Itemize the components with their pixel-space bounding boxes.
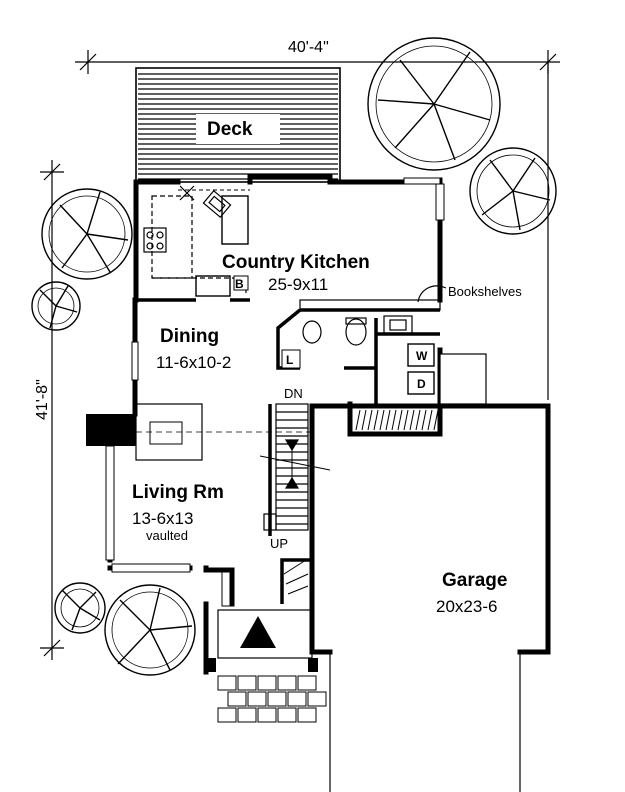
kitchen-label: Country Kitchen — [222, 252, 370, 273]
powder-room — [302, 315, 413, 346]
overall-depth-dimension — [40, 62, 549, 660]
garage-label: Garage — [442, 570, 507, 591]
tree-large-top-right — [367, 37, 501, 171]
living-note: vaulted — [146, 528, 188, 543]
tree-left-large — [41, 188, 133, 280]
tree-bottom-left-large — [104, 584, 196, 676]
stairs — [259, 403, 331, 531]
utility-stoop — [439, 353, 487, 405]
range-b-box — [233, 275, 249, 291]
kitchen-windows — [131, 177, 445, 381]
kitchen-sink — [179, 185, 232, 219]
kitchen-size: 25-9x11 — [268, 275, 328, 294]
tree-medium-right — [469, 147, 557, 235]
fireplace — [86, 403, 310, 461]
living-label: Living Rm — [132, 482, 224, 503]
deck — [135, 67, 341, 183]
utility-storage — [355, 409, 439, 431]
living-windows — [105, 445, 231, 607]
dryer-label: D — [417, 377, 426, 391]
range-b-label: B — [235, 277, 244, 291]
washer-label: W — [416, 349, 428, 363]
deck-label: Deck — [207, 119, 253, 140]
tree-bottom-left-small — [54, 582, 106, 634]
driveway — [329, 652, 521, 792]
bookshelves — [299, 285, 447, 311]
garage-size: 20x23-6 — [436, 597, 497, 616]
tree-left-small — [31, 281, 81, 331]
overall-depth-label: 41'-8" — [34, 379, 51, 420]
entry-closet — [283, 559, 309, 595]
entry-porch — [206, 609, 318, 672]
overall-width-label: 40'-4" — [288, 39, 329, 56]
stair-up-label: UP — [270, 536, 288, 551]
living-size: 13-6x13 — [132, 509, 193, 528]
dining-label: Dining — [160, 326, 219, 347]
pantry-box — [281, 349, 301, 369]
bookshelves-label: Bookshelves — [448, 284, 522, 299]
stair-down-label: DN — [284, 386, 303, 401]
entry-walkway — [217, 675, 327, 723]
washer-dryer — [407, 343, 435, 395]
pantry-label: L — [286, 353, 293, 367]
dining-size: 11-6x10-2 — [156, 353, 231, 372]
range — [143, 227, 167, 253]
